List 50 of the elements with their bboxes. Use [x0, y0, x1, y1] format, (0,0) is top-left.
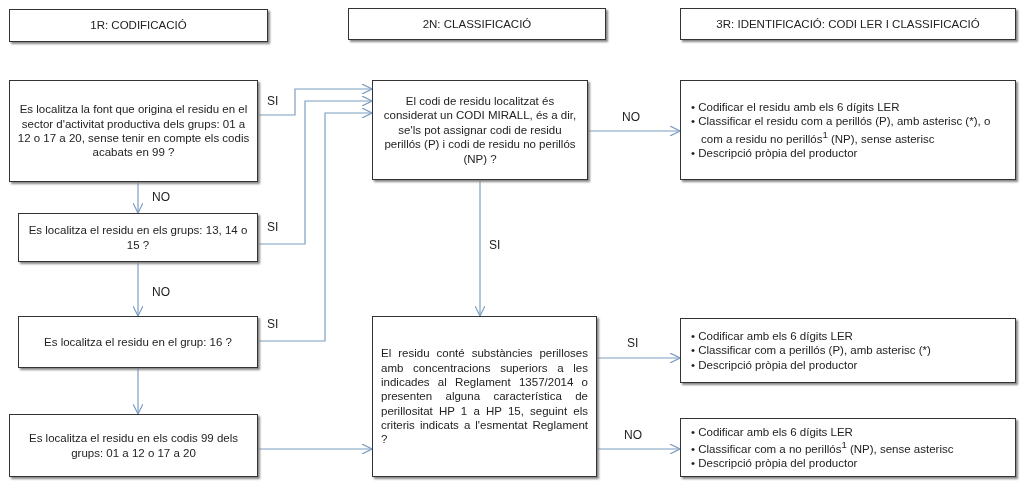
result-box — [680, 80, 1016, 180]
arrow — [132, 367, 144, 415]
stage-header — [9, 9, 268, 42]
result-box — [680, 418, 1016, 477]
arrow — [257, 83, 373, 116]
stage-header — [348, 8, 606, 40]
arrow — [257, 443, 373, 455]
bullet-item: • Descripció pròpia del productor — [690, 145, 859, 161]
bullet-item: • Codificar amb els 6 dígits LER — [690, 328, 854, 344]
arrow — [474, 179, 486, 317]
question-text: Es localitza el residu en els codis 99 dels grups: 01 a 12 o 17 a 20 — [28, 431, 239, 460]
edge-label: NO — [150, 190, 172, 204]
decision-box — [9, 80, 258, 182]
edge-label: SI — [265, 220, 281, 234]
decision-box — [9, 414, 258, 477]
decision-box — [18, 316, 258, 368]
edge-label: NO — [622, 428, 644, 442]
decision-box — [372, 316, 597, 477]
question-text: El residu conté substàncies perilloses amb concentracions superiors a les indicades al Reglament 1357/2014 o presenten alguna característica de perillositat HP 1 a HP 15, seguint els criteris indicats a l'esmentat Reglament ? — [381, 346, 588, 447]
arrow — [587, 125, 681, 137]
stage-header — [680, 8, 1016, 40]
edge-label: SI — [265, 94, 281, 108]
bullet-item: • Classificar com a no perillós$^{1}$ (NP), sense asterisc — [690, 438, 955, 457]
bullet-item: • Descripció pròpia del productor — [690, 456, 859, 471]
arrow — [257, 95, 373, 245]
bullet-item: • Descripció pròpia del productor — [690, 357, 859, 373]
arrow — [132, 181, 144, 214]
edge-label: SI — [265, 317, 281, 331]
header-text: 1R: CODIFICACIÓ — [90, 18, 187, 33]
arrow — [596, 443, 681, 455]
header-text: 2N: CLASSIFICACIÓ — [422, 16, 532, 32]
arrow — [596, 352, 681, 364]
edge-label: NO — [620, 110, 642, 124]
decision-box — [18, 213, 258, 262]
arrow — [132, 261, 144, 317]
decision-box — [372, 80, 588, 180]
result-box — [680, 318, 1016, 383]
bullet-item: • Codificar amb els 6 dígits LER — [690, 424, 854, 439]
arrow — [257, 107, 373, 342]
question-text: Es localitza el residu en els grups: 13, 14 o 15 ? — [27, 223, 249, 252]
bullet-item: • Classificar el residu com a perillós (P), amb asterisc (*), o com a residu no perillós$^{1}$ (NP), sense asterisc — [690, 114, 992, 146]
question-text: El codi de residu localitzat és considerat un CODI MIRALL, és a dir, se'ls pot assignar codi de residu perillós (P) i codi de residu no perillós (NP) ? — [382, 94, 578, 166]
bullet-item: • Classificar com a perillós (P), amb asterisc (*) — [690, 343, 932, 358]
edge-label: NO — [150, 285, 172, 299]
edge-label: SI — [625, 336, 641, 350]
header-text: 3R: IDENTIFICACIÓ: CODI LER I CLASSIFICACIÓ — [716, 16, 980, 32]
edge-label: SI — [487, 238, 503, 252]
question-text: Es localitza la font que origina el residu en el sector d'activitat productiva dels grups: 01 a 12 o 17 a 20, sense tenir en compte els codis acabats en 99 ? — [16, 102, 251, 160]
question-text: Es localitza el residu en el grup: 16 ? — [43, 334, 233, 350]
bullet-item: • Codificar el residu amb els 6 dígits LER — [690, 99, 901, 115]
